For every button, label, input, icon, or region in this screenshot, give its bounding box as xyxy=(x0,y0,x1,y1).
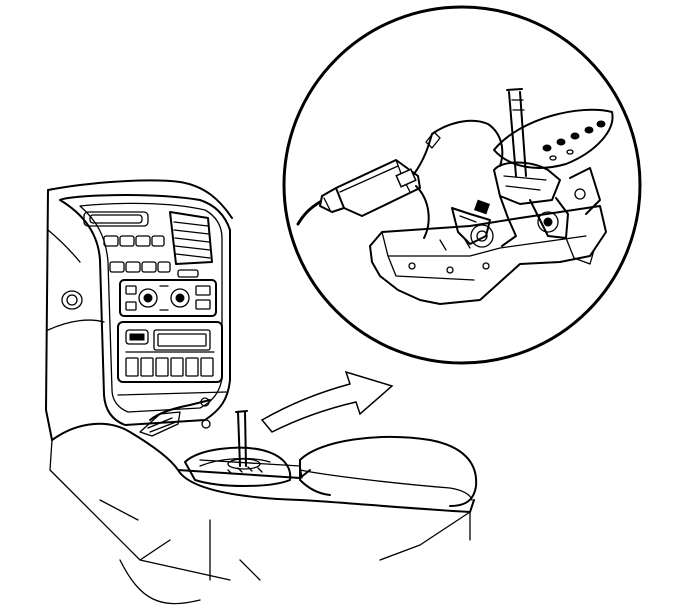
center-stack-outer xyxy=(59,194,231,426)
callout-arrow xyxy=(260,370,394,433)
callout-arrow-body xyxy=(260,370,394,433)
dashboard-console-illustration xyxy=(45,179,478,605)
detail-shift-cable xyxy=(296,200,322,226)
dash-left-edge xyxy=(45,189,53,441)
top-display-slot xyxy=(83,211,149,227)
detail-lower-wire xyxy=(415,185,430,239)
indicator-light xyxy=(177,269,199,278)
console-side xyxy=(177,469,475,513)
detail-interlock-solenoid xyxy=(319,159,421,217)
gear-shift-lever xyxy=(235,410,248,467)
center-console-body xyxy=(51,422,311,479)
floor-lines-right xyxy=(379,511,471,561)
inset-circle xyxy=(282,5,642,365)
floor-lines xyxy=(49,439,261,605)
center-vent-grille xyxy=(169,211,213,265)
detail-wire-connector xyxy=(425,131,441,149)
detail-shifter-link xyxy=(451,195,517,248)
detail-wire-harness xyxy=(413,119,504,175)
shift-mechanism-detail-inset xyxy=(282,5,642,365)
radio-cassette-panel xyxy=(117,321,223,383)
climate-button-row xyxy=(109,261,171,273)
top-display-slot-inner xyxy=(89,214,143,224)
shifter-gate xyxy=(184,446,292,487)
lower-console-cable-area xyxy=(117,391,227,437)
armrest xyxy=(299,435,478,507)
dash-top-outline xyxy=(47,179,233,219)
detail-indicator-plate xyxy=(493,108,614,169)
left-vent-inner xyxy=(66,294,78,306)
hazard-button-row xyxy=(103,235,165,247)
detail-shifter-base xyxy=(369,205,607,305)
dash-left-panel xyxy=(47,229,105,331)
climate-control-panel xyxy=(119,279,217,317)
left-vent xyxy=(61,290,83,310)
